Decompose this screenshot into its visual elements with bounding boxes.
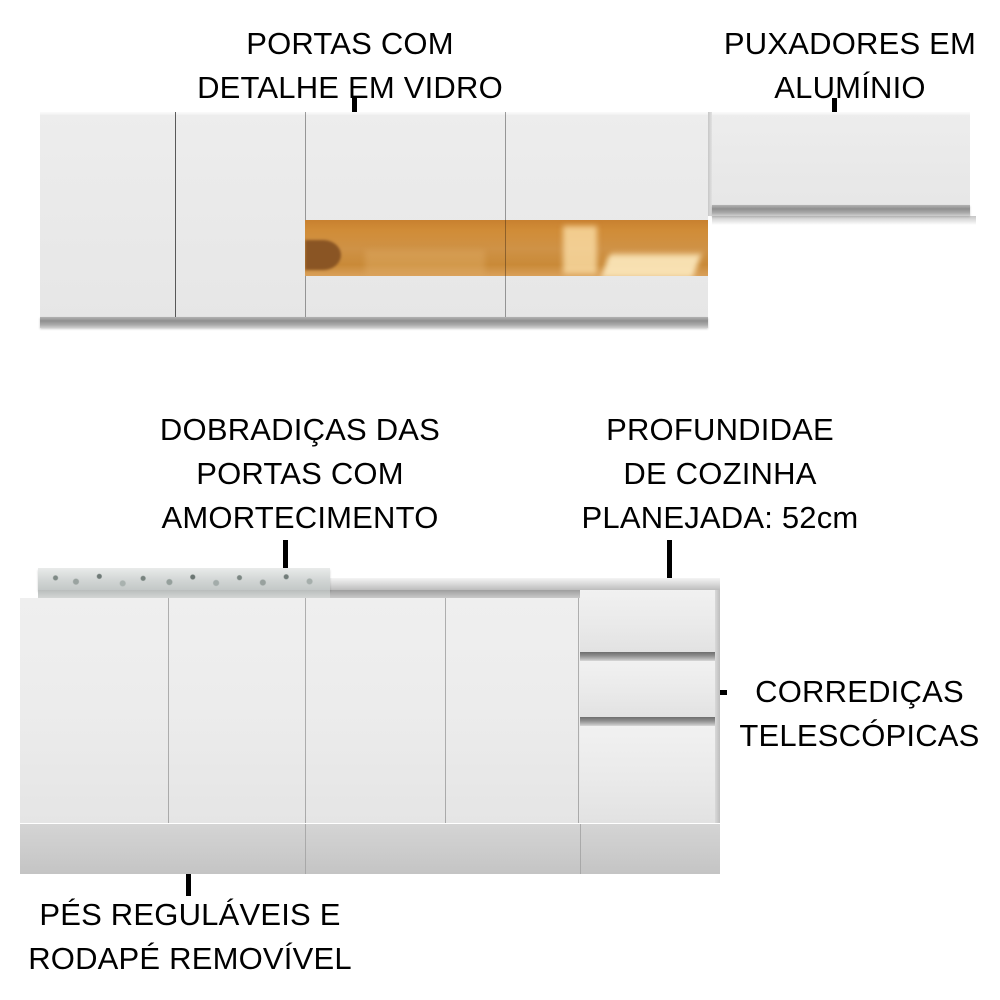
lower-cabinet-unit xyxy=(20,568,720,874)
glass-knob-reflection xyxy=(305,240,341,270)
annotation-soft-close-hinges: DOBRADIÇAS DAS PORTAS COM AMORTECIMENTO xyxy=(159,412,441,536)
annotation-telescopic-slides: CORREDIÇAS TELESCÓPICAS xyxy=(739,674,980,754)
lower-door-seam-4 xyxy=(578,598,579,823)
annotation-glass-doors: PORTAS COM DETALHE EM VIDRO xyxy=(197,26,503,106)
glass-strip-seam xyxy=(505,220,506,276)
upper-cabinet-aluminum-handle-rail xyxy=(40,317,708,328)
glass-reflection-1 xyxy=(563,226,597,274)
drawer-2-handle xyxy=(580,717,720,726)
upper-right-cabinet-left-side xyxy=(708,112,712,216)
glass-reflection-3 xyxy=(365,250,485,276)
countertop-granite xyxy=(38,568,330,599)
upper-right-cabinet-underside-shadow xyxy=(712,216,976,225)
upper-right-cabinet-top-edge xyxy=(708,112,970,115)
annotation-adjustable-feet: PÉS REGULÁVEIS E RODAPÉ REMOVÍVEL xyxy=(28,897,352,977)
upper-right-cabinet-body xyxy=(708,112,970,216)
lower-door-seam-1 xyxy=(168,598,169,823)
annotation-depth: PROFUNDIDAE DE COZINHA PLANEJADA: 52cm xyxy=(581,412,859,536)
lower-door-seam-3 xyxy=(445,598,446,823)
plinth-toe-kick xyxy=(20,823,720,874)
drawer-1-handle xyxy=(580,652,720,661)
plinth-seam-2 xyxy=(580,824,581,874)
leader-line-depth xyxy=(667,540,672,588)
upper-door-seam-1 xyxy=(175,112,176,328)
drawer-1 xyxy=(580,590,720,652)
upper-right-aluminum-handle-rail xyxy=(712,205,970,216)
drawer-3 xyxy=(580,726,720,823)
lower-cabinet-doors xyxy=(20,598,580,823)
drawer-2 xyxy=(580,661,720,717)
lower-door-seam-2 xyxy=(305,598,306,823)
glass-reflection-2 xyxy=(600,254,702,276)
annotation-aluminum-handles: PUXADORES EM ALUMÍNIO xyxy=(723,26,977,106)
upper-cabinet-top-edge xyxy=(40,112,708,115)
countertop-right-run xyxy=(330,578,720,598)
drawer-column-right-edge xyxy=(715,590,720,823)
drawer-column xyxy=(580,590,720,823)
glass-detail-strip xyxy=(305,220,708,276)
upper-right-cabinet-unit xyxy=(708,112,976,225)
plinth-seam-1 xyxy=(305,824,306,874)
